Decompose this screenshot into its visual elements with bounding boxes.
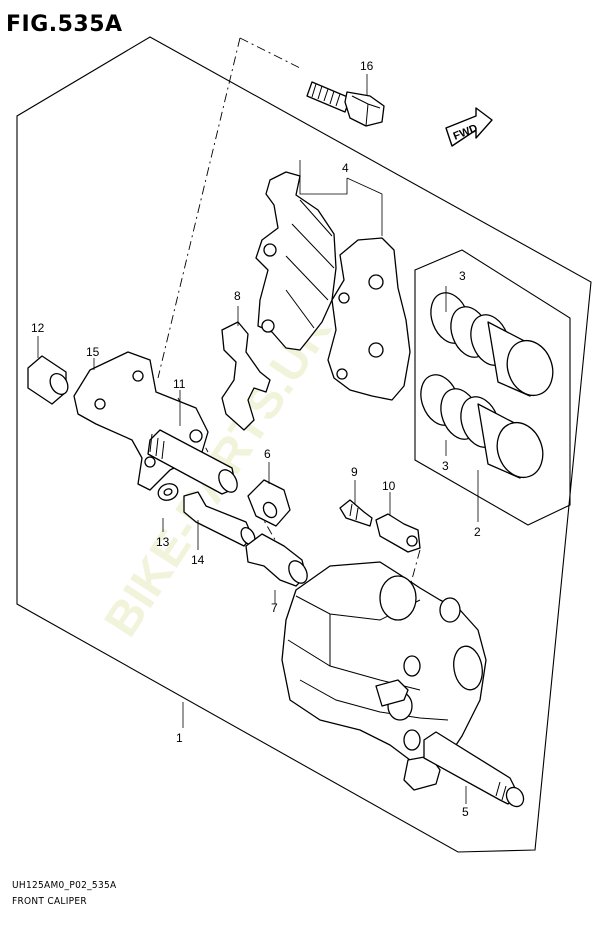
callout-9: 9 — [351, 465, 358, 479]
callout-11: 11 — [173, 377, 186, 391]
spacer — [27, 355, 69, 405]
assembly-frame — [16, 36, 592, 853]
callout-4: 4 — [342, 161, 349, 175]
callout-10: 10 — [382, 479, 396, 493]
slide-boot — [245, 533, 308, 587]
bleeder-cap — [375, 513, 421, 553]
pad-pin — [423, 731, 525, 808]
leader-lines — [37, 74, 479, 804]
bleeder-valve — [339, 499, 373, 527]
figure-code: UH125AM0_P02_535A — [12, 880, 117, 891]
fwd-direction-badge: FWD — [445, 107, 493, 147]
callout-2: 2 — [474, 525, 481, 539]
callout-3b: 3 — [442, 459, 449, 473]
callout-13: 13 — [156, 535, 170, 549]
callout-5: 5 — [462, 805, 469, 819]
figure-caption: FRONT CALIPER — [12, 896, 87, 907]
arrow-right-icon — [445, 107, 493, 147]
callout-labels: 1 2 3 3 4 5 6 7 8 9 10 11 12 13 14 15 16 — [31, 59, 481, 819]
callout-3a: 3 — [459, 269, 466, 283]
slide-pin — [147, 429, 238, 495]
callout-7: 7 — [271, 601, 278, 615]
callout-15: 15 — [86, 345, 100, 359]
pad-spring — [221, 321, 271, 431]
washer — [157, 483, 179, 501]
callout-1: 1 — [176, 731, 183, 745]
figure-title: FIG.535A — [6, 12, 123, 37]
slide-bolt — [183, 491, 256, 547]
assembly-line — [239, 37, 301, 69]
callout-12: 12 — [31, 321, 45, 335]
callout-6: 6 — [264, 447, 271, 461]
piston-set — [420, 292, 554, 479]
assembly-line — [157, 37, 241, 379]
callout-8: 8 — [234, 289, 241, 303]
callout-14: 14 — [191, 553, 205, 567]
callout-16: 16 — [360, 59, 374, 73]
piston-set-frame — [414, 249, 571, 526]
caliper-assy — [281, 561, 487, 791]
pin-boot — [247, 479, 291, 527]
brake-pad-set — [255, 171, 411, 401]
mounting-bolt — [306, 81, 385, 127]
